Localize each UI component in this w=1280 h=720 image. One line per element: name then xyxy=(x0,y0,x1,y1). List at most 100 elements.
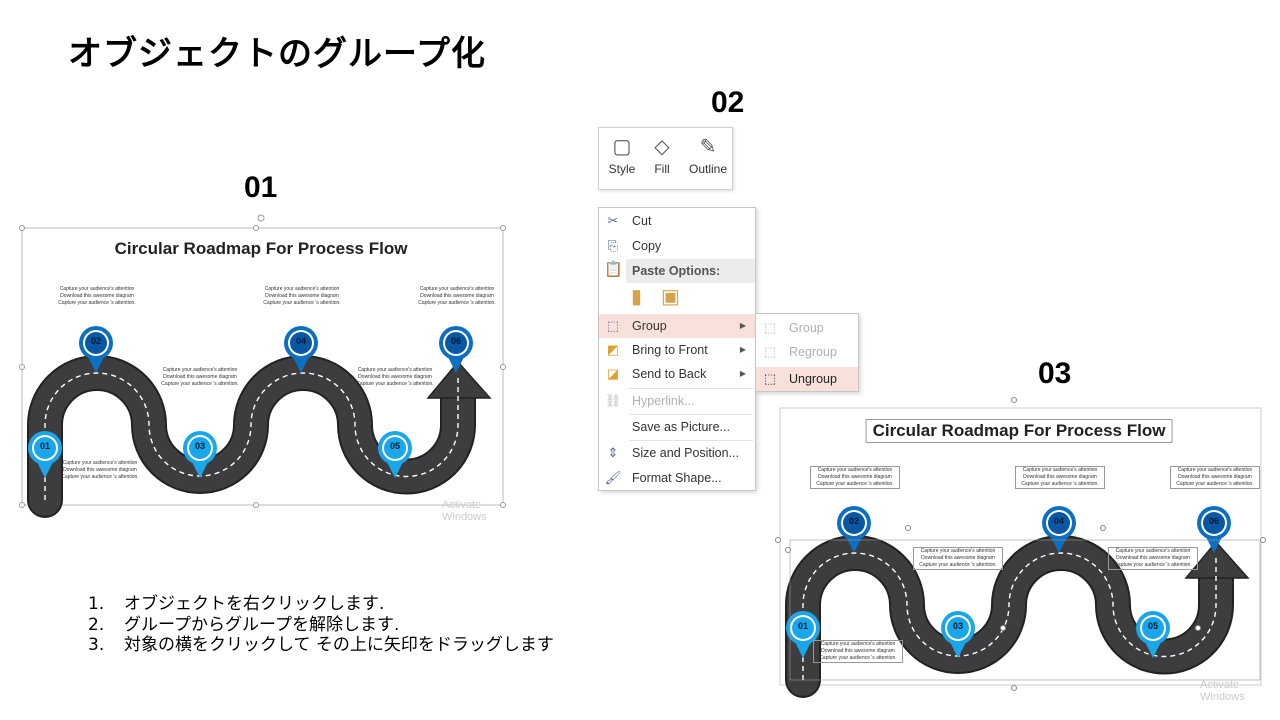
outline-button[interactable]: ✎Outline xyxy=(684,134,732,176)
pin-marker[interactable] xyxy=(284,326,318,373)
selection-handle[interactable] xyxy=(1260,537,1266,543)
step-label-03: 03 xyxy=(1038,357,1072,390)
group-submenu: ⬚Group ⬚Regroup ⬚Ungroup xyxy=(755,313,859,392)
fill-button[interactable]: ◇Fill xyxy=(641,134,683,176)
selection-handle[interactable] xyxy=(1011,685,1017,691)
caption-text: Capture your audience's attention Downlo… xyxy=(161,367,239,387)
submenu-arrow-icon: ▶ xyxy=(739,345,746,354)
instruction-item: 3. 対象の横をクリックして その上に矢印をドラッグします xyxy=(88,636,628,655)
ungroup-icon: ⬚ xyxy=(763,371,777,386)
caption-text: Capture your audience's attention Downlo… xyxy=(1015,466,1105,489)
format-shape-label: Format Shape... xyxy=(632,471,722,485)
step-number: 3. xyxy=(88,635,105,655)
fill-bucket-icon: ◇ xyxy=(654,136,670,158)
regroup-icon: ⬚ xyxy=(763,344,777,359)
pin-marker[interactable] xyxy=(183,431,217,478)
style-label: Style xyxy=(608,162,636,176)
copy-label: Copy xyxy=(632,239,662,253)
menu-item-copy[interactable]: ⎘ Copy xyxy=(599,234,755,258)
pin-number: 06 xyxy=(450,336,461,346)
selection-handle[interactable] xyxy=(785,547,791,553)
style-button[interactable]: ▢Style xyxy=(601,134,643,176)
menu-item-send-to-back[interactable]: ◪Send to Back▶ xyxy=(599,362,755,386)
activation-watermark: Activate Windows xyxy=(442,499,487,523)
bring-to-front-icon: ◩ xyxy=(606,342,620,357)
menu-item-group[interactable]: ⬚Group▶ xyxy=(599,314,755,338)
rotate-handle[interactable] xyxy=(257,214,265,222)
step-text: 対象の横をクリックして その上に矢印をドラッグします xyxy=(124,635,554,655)
caption-text: Capture your audience's attention Downlo… xyxy=(418,286,496,306)
menu-item-format-shape[interactable]: 🖌 Format Shape... xyxy=(599,466,755,490)
selection-handle[interactable] xyxy=(19,364,25,370)
pin-number: 06 xyxy=(1208,516,1219,526)
caption-text: Capture your audience's attention Downlo… xyxy=(58,286,136,306)
caption-text: Capture your audience's attention Downlo… xyxy=(913,547,1003,570)
mini-toolbar: ▢Style ◇Fill ✎Outline xyxy=(598,127,733,190)
roadmap-title: Circular Roadmap For Process Flow xyxy=(865,419,1173,443)
format-shape-icon: 🖌 xyxy=(604,470,622,485)
submenu-item-regroup[interactable]: ⬚Regroup xyxy=(756,340,858,364)
pin-number: 03 xyxy=(952,621,963,631)
selection-handle[interactable] xyxy=(500,502,506,508)
send-to-back-icon: ◪ xyxy=(606,366,620,381)
selection-handle[interactable] xyxy=(1195,625,1201,631)
selection-handle[interactable] xyxy=(775,537,781,543)
pin-marker[interactable] xyxy=(439,326,473,373)
size-and-position-label: Size and Position... xyxy=(632,446,740,460)
selection-handle[interactable] xyxy=(19,502,25,508)
selection-handle[interactable] xyxy=(500,364,506,370)
caption-text: Capture your audience's attention Downlo… xyxy=(263,286,341,306)
copy-icon: ⎘ xyxy=(607,238,619,253)
selection-handle[interactable] xyxy=(500,225,506,231)
paste-options-label: Paste Options: xyxy=(632,264,721,278)
menu-item-bring-to-front[interactable]: ◩ Bring to Front ▶ xyxy=(599,338,755,362)
submenu-item-group[interactable]: ⬚Group xyxy=(756,316,858,340)
pin-marker[interactable] xyxy=(941,611,975,658)
paste-as-picture-icon[interactable]: ▣ xyxy=(661,286,680,308)
roadmap-graphic xyxy=(19,214,506,518)
scissors-icon: ✂ xyxy=(607,213,619,228)
roadmap-graphic xyxy=(775,397,1266,698)
menu-item-size-and-position[interactable]: ⇕Size and Position... xyxy=(599,441,755,465)
road-arrow-head xyxy=(1184,540,1250,579)
pin-marker[interactable] xyxy=(28,431,62,478)
pin-marker[interactable] xyxy=(1197,506,1231,553)
selection-handle[interactable] xyxy=(19,225,25,231)
selection-handle[interactable] xyxy=(905,525,911,531)
cut-label: Cut xyxy=(632,214,652,228)
pin-marker[interactable] xyxy=(837,506,871,553)
pin-number: 02 xyxy=(848,516,859,526)
submenu-item-ungroup[interactable]: ⬚Ungroup xyxy=(756,367,858,391)
pin-marker[interactable] xyxy=(378,431,412,478)
pin-number: 01 xyxy=(797,621,808,631)
pin-marker[interactable] xyxy=(1136,611,1170,658)
selection-box xyxy=(789,539,1261,681)
paste-keep-formatting-icon[interactable]: ▮ xyxy=(631,286,643,308)
selection-handle[interactable] xyxy=(253,502,259,508)
menu-separator xyxy=(629,388,753,389)
caption-text: Capture your audience's attention Downlo… xyxy=(1170,466,1260,489)
menu-item-hyperlink[interactable]: ⛓Hyperlink... xyxy=(599,389,755,413)
road-center-line xyxy=(44,372,459,500)
paste-options-header: Paste Options: xyxy=(626,259,755,283)
pin-marker[interactable] xyxy=(79,326,113,373)
pin-marker[interactable] xyxy=(786,611,820,658)
pin-marker[interactable] xyxy=(1042,506,1076,553)
step-text: グループからグループを解除します. xyxy=(124,615,400,635)
send-to-back-label: Send to Back xyxy=(632,367,707,381)
caption-text: Capture your audience's attention Downlo… xyxy=(356,367,434,387)
selection-handle[interactable] xyxy=(1011,397,1017,403)
bring-to-front-label: Bring to Front xyxy=(632,343,708,357)
group-icon: ⬚ xyxy=(606,318,620,333)
menu-item-cut[interactable]: ✂ Cut xyxy=(599,209,755,233)
group-label: Group xyxy=(632,319,667,333)
menu-item-save-as-picture[interactable]: Save as Picture... xyxy=(599,415,755,439)
selection-handle[interactable] xyxy=(1000,625,1006,631)
selection-handle[interactable] xyxy=(253,225,259,231)
hyperlink-icon: ⛓ xyxy=(604,393,622,408)
caption-text: Capture your audience's attention Downlo… xyxy=(61,460,139,480)
caption-text: Capture your audience's attention Downlo… xyxy=(810,466,900,489)
selection-handle[interactable] xyxy=(1100,525,1106,531)
